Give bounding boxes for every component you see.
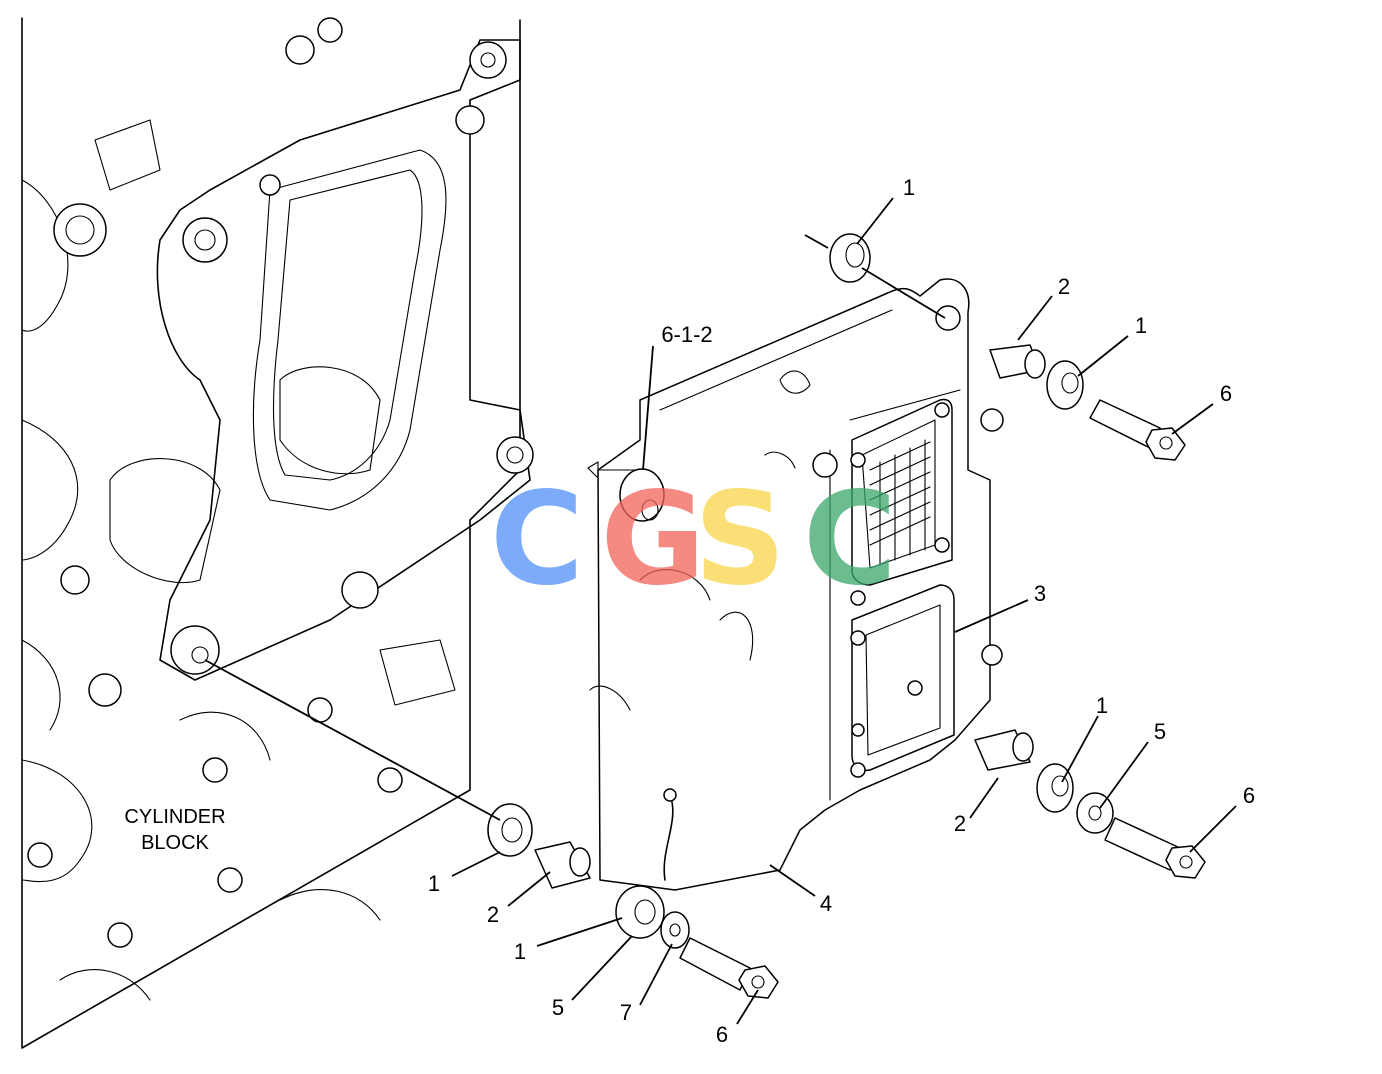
callout-labels: 1 2 1 6 6-1-2 3 1 5 6 2 4 1 2 1 5 7 6: [428, 175, 1255, 1047]
callout-4: 4: [820, 891, 832, 916]
watermark-letter-g: G: [600, 465, 705, 614]
hardware-bottom: [615, 885, 779, 999]
ecm-module: [587, 278, 1004, 891]
callout-1-top: 1: [903, 175, 915, 200]
callout-6-top: 6: [1220, 381, 1232, 406]
watermark-letter-c2: C: [803, 465, 897, 614]
hardware-lower-left: [487, 803, 591, 889]
callout-3: 3: [1034, 581, 1046, 606]
callout-1-left: 1: [428, 871, 440, 896]
part-6-1-2: [619, 468, 665, 522]
watermark-logo: C G S C: [490, 465, 897, 614]
hardware-lower-right: [974, 729, 1206, 879]
callout-7: 7: [620, 1000, 632, 1025]
callout-1-lower-right: 1: [1096, 693, 1108, 718]
hardware-top-right: [989, 344, 1186, 461]
callout-1-right: 1: [1135, 313, 1147, 338]
callout-2-right: 2: [954, 811, 966, 836]
callout-1-bottom: 1: [514, 939, 526, 964]
callout-2-top: 2: [1058, 274, 1070, 299]
callout-6-1-2: 6-1-2: [661, 322, 712, 347]
cylinder-label-line2: BLOCK: [141, 832, 209, 854]
cylinder-block: [21, 17, 534, 1049]
connector-pins: [869, 439, 931, 566]
leader-lines: [451, 197, 1237, 1025]
watermark-letter-s: S: [694, 465, 786, 614]
assembly-axis-line: [204, 659, 501, 821]
callout-6-bottom: 6: [716, 1022, 728, 1047]
grommet-top: [829, 233, 871, 283]
callout-6-right: 6: [1243, 783, 1255, 808]
callout-5-bottom: 5: [552, 995, 564, 1020]
callout-2-left: 2: [487, 902, 499, 927]
watermark-letter-c1: C: [490, 465, 584, 614]
cylinder-label-line1: CYLINDER: [124, 806, 225, 828]
callout-5-right: 5: [1154, 719, 1166, 744]
